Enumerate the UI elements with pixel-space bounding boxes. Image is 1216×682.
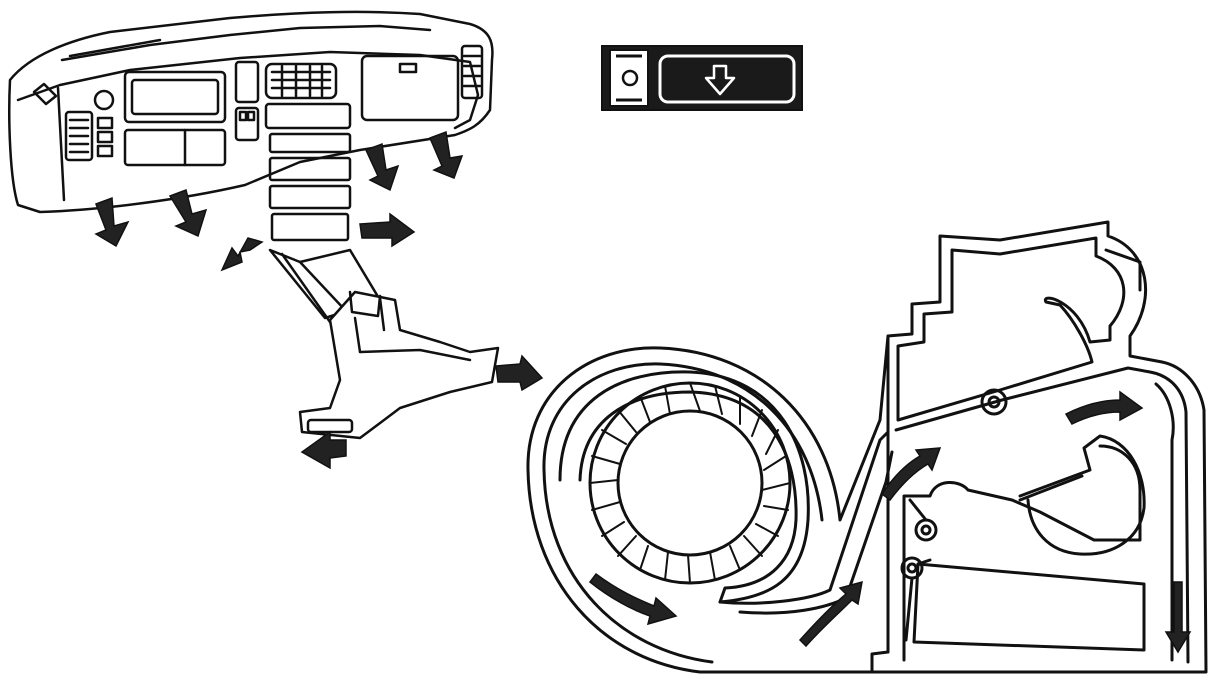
left-vent-grille: [64, 110, 94, 162]
rear-floor-duct: [298, 290, 500, 440]
dashboard-airflow-arrows: [94, 130, 544, 470]
arrow-down-outline-icon: [704, 64, 736, 96]
flap-pivot-1: [980, 388, 1008, 416]
upper-flap: [894, 366, 1190, 664]
center-vent-grille: [264, 62, 338, 100]
arrow-upper-chamber: [1064, 390, 1144, 425]
indicator-dot: [621, 69, 639, 87]
arrow-duct-lower: [798, 580, 863, 648]
dashboard-edge: [56, 86, 66, 202]
dashboard-top-vent: [60, 24, 432, 62]
arrow-left-lower: [94, 196, 130, 248]
radio-unit: [264, 102, 352, 130]
arrow-floor-right: [495, 354, 544, 392]
arrow-floor-left: [300, 430, 347, 470]
housing-airflow-arrows: [588, 390, 1192, 654]
heater-core-housing: [1018, 434, 1146, 556]
arrow-right-upper: [364, 142, 400, 192]
fan-wheel-inner: [616, 409, 764, 557]
dashboard-illustration: [8, 10, 500, 440]
housing-inner-wall: [542, 362, 824, 664]
right-vent-grille: [460, 44, 484, 100]
upper-chamber-wall: [896, 236, 1126, 422]
arrow-duct-middle: [880, 447, 942, 502]
control-indicator: [601, 45, 803, 111]
duct-lower-wall: [718, 430, 890, 605]
lower-chamber-wall: [902, 444, 1142, 662]
instrument-cluster: [123, 70, 227, 124]
arrow-right-far: [429, 130, 464, 179]
blower-housing: [526, 220, 1208, 674]
housing-outer-wall: [526, 220, 1208, 674]
arrow-center-lower: [220, 237, 264, 272]
fan-blades: [589, 382, 791, 584]
dashboard-front-face: [16, 50, 480, 130]
arrow-console-right: [359, 212, 416, 248]
arrow-scroll-bottom: [588, 572, 678, 626]
arrow-outlet-down: [1164, 581, 1192, 654]
heater-matrix: [912, 562, 1146, 652]
glovebox: [360, 54, 460, 122]
arrow-center-left-lower: [168, 189, 208, 238]
